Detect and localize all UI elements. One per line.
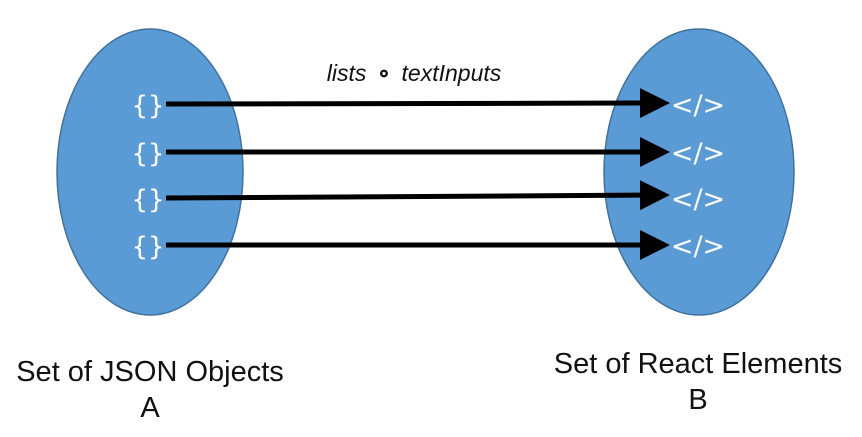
set-a-ellipse xyxy=(56,28,244,316)
set-a-title: Set of JSON Objects xyxy=(16,356,284,388)
right-arrow-icon xyxy=(165,180,670,211)
set-b-label: Set of React Elements B xyxy=(538,346,858,419)
set-a-items: {} {} {} {} xyxy=(131,91,164,262)
right-arrow-icon xyxy=(165,88,670,119)
react-element-icon: </> xyxy=(671,90,725,121)
set-b-title: Set of React Elements xyxy=(553,348,843,380)
set-b-ellipse xyxy=(603,28,795,316)
json-object-icon: {} xyxy=(131,232,164,262)
json-object-icon: {} xyxy=(131,91,164,121)
react-element-icon: </> xyxy=(671,138,725,169)
set-b-items: </> </> </> </> xyxy=(671,90,725,262)
set-a-label: Set of JSON Objects A xyxy=(0,354,300,427)
composition-operator: ∘ xyxy=(377,60,391,86)
json-object-icon: {} xyxy=(131,139,164,169)
mapping-label-left: lists xyxy=(327,60,367,86)
mapping-label: lists ∘ textInputs xyxy=(327,60,502,86)
json-object-icon: {} xyxy=(131,185,164,215)
react-element-icon: </> xyxy=(671,184,725,215)
set-a-letter: A xyxy=(140,392,160,425)
set-b-letter: B xyxy=(688,384,708,417)
mapping-label-right: textInputs xyxy=(402,60,502,86)
arrow-group xyxy=(165,88,670,260)
react-element-icon: </> xyxy=(671,231,725,262)
